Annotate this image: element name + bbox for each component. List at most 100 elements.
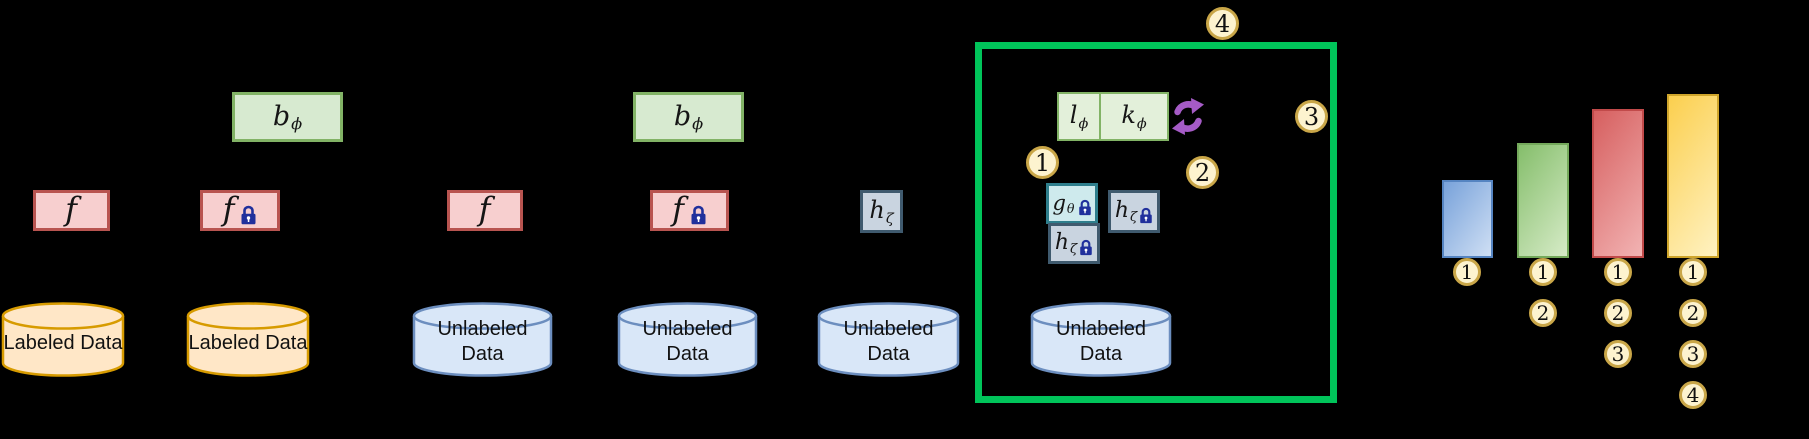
step-badge: 2 bbox=[1679, 299, 1707, 327]
label-main: g bbox=[1052, 190, 1066, 215]
label-main: l bbox=[1069, 101, 1078, 130]
cylinder-label-line2: Data bbox=[867, 343, 910, 365]
step-badge: 3 bbox=[1604, 340, 1632, 368]
bar-3-step-badges: 1 2 3 bbox=[1604, 258, 1632, 368]
b-phi-head-box-2: bϕ bbox=[633, 92, 744, 142]
cylinder-label-line2: Data bbox=[666, 343, 709, 365]
cylinder-shape bbox=[617, 302, 758, 377]
cylinder-shape bbox=[186, 302, 310, 377]
model-label: hζ bbox=[869, 196, 893, 226]
label-main: f bbox=[65, 190, 77, 229]
unlabeled-data-cylinder-1: Unlabeled Data bbox=[412, 301, 553, 379]
f-model-box-3: f bbox=[447, 190, 523, 231]
bar-4-step-badges: 1 2 3 4 bbox=[1679, 258, 1707, 409]
cell-label: lϕ bbox=[1070, 101, 1089, 131]
cylinder-label-line1: Unlabeled bbox=[843, 318, 934, 340]
h-zeta-model-box: hζ bbox=[860, 190, 903, 233]
cylinder-shape bbox=[817, 302, 960, 377]
bar-3-red bbox=[1592, 109, 1644, 258]
cylinder-label: Labeled Data bbox=[188, 332, 308, 354]
unlabeled-data-cylinder-3: Unlabeled Data bbox=[817, 301, 960, 379]
label-sub: ζ bbox=[1070, 241, 1078, 257]
model-label: hζ bbox=[1115, 198, 1137, 225]
model-label: f bbox=[672, 190, 685, 231]
step-badge-1: 1 bbox=[1026, 146, 1059, 179]
f-model-box-2-frozen: f bbox=[200, 190, 280, 231]
f-model-box-1: f bbox=[33, 190, 110, 231]
b-phi-head-box-1: bϕ bbox=[232, 92, 343, 142]
cylinder-label: Unlabeled Data bbox=[1030, 317, 1172, 367]
cylinder-shape bbox=[1, 302, 125, 377]
label-main: f bbox=[672, 190, 684, 229]
label-main: h bbox=[1114, 198, 1129, 224]
bar-4-yellow bbox=[1667, 94, 1719, 258]
step-badge: 1 bbox=[1453, 258, 1481, 286]
adapter-split-box: lϕ kϕ bbox=[1057, 92, 1169, 141]
model-label: hζ bbox=[1055, 230, 1077, 257]
lock-icon bbox=[1080, 239, 1092, 255]
label-main: h bbox=[1054, 230, 1069, 256]
cylinder-label-line2: Data bbox=[1079, 343, 1123, 365]
label-main: f bbox=[478, 190, 491, 229]
unlabeled-data-cylinder-4: Unlabeled Data bbox=[1030, 301, 1172, 379]
model-label: f bbox=[223, 190, 236, 231]
label-main: f bbox=[222, 190, 235, 229]
bar-2-step-badges: 1 2 bbox=[1529, 258, 1557, 327]
step-badge: 2 bbox=[1529, 299, 1557, 327]
label-main: b bbox=[673, 100, 692, 132]
cell-label: kϕ bbox=[1121, 101, 1146, 131]
label-sub: ζ bbox=[1130, 209, 1138, 225]
step-badge-4: 4 bbox=[1206, 7, 1239, 40]
label-sub: ϕ bbox=[291, 114, 303, 134]
generator-label: gθ bbox=[1052, 191, 1074, 217]
step-badge-2: 2 bbox=[1186, 156, 1219, 189]
cylinder-label: Unlabeled Data bbox=[412, 317, 553, 367]
model-label: f bbox=[479, 190, 492, 231]
h-zeta-frozen-box-side: hζ bbox=[1108, 190, 1160, 233]
cylinder-label-line1: Unlabeled bbox=[437, 318, 528, 340]
unlabeled-data-cylinder-2: Unlabeled Data bbox=[617, 301, 758, 379]
cylinder-label-line1: Unlabeled bbox=[1055, 318, 1147, 340]
label-sub: θ bbox=[1066, 201, 1075, 217]
k-phi-cell: kϕ bbox=[1099, 94, 1167, 139]
l-phi-cell: lϕ bbox=[1059, 94, 1099, 139]
step-badge: 1 bbox=[1529, 258, 1557, 286]
step-badge: 1 bbox=[1604, 258, 1632, 286]
label-main: k bbox=[1121, 101, 1136, 130]
highlight-stage-box bbox=[975, 42, 1337, 403]
lock-icon bbox=[241, 205, 256, 225]
g-theta-generator-box: gθ bbox=[1046, 183, 1098, 224]
cylinder-label: Labeled Data bbox=[3, 332, 123, 354]
bar-1-blue bbox=[1442, 180, 1493, 258]
model-label: f bbox=[65, 190, 78, 231]
step-badge: 3 bbox=[1679, 340, 1707, 368]
labeled-data-cylinder-1: Labeled Data bbox=[1, 301, 125, 379]
label-sub: ϕ bbox=[1078, 115, 1089, 132]
label-main: h bbox=[869, 196, 885, 225]
labeled-data-cylinder-2: Labeled Data bbox=[186, 301, 310, 379]
lock-icon bbox=[1078, 199, 1091, 215]
step-badge: 4 bbox=[1679, 381, 1707, 409]
cylinder-label: Unlabeled Data bbox=[817, 317, 960, 367]
cylinder-label-line2: Data bbox=[461, 343, 504, 365]
step-badge: 2 bbox=[1604, 299, 1632, 327]
cylinder-shape bbox=[412, 302, 553, 377]
h-zeta-frozen-box-stacked: hζ bbox=[1048, 223, 1100, 264]
cylinder-label-line1: Unlabeled bbox=[642, 318, 733, 340]
lock-icon bbox=[1140, 207, 1152, 223]
f-model-box-4-frozen: f bbox=[650, 190, 729, 231]
lock-icon bbox=[691, 205, 706, 225]
label-sub: ϕ bbox=[1136, 115, 1147, 132]
label-sub: ϕ bbox=[692, 114, 704, 134]
cycle-arrows-icon bbox=[1172, 98, 1204, 135]
label-sub: ζ bbox=[885, 210, 894, 227]
head-label: bϕ bbox=[674, 101, 703, 134]
head-label: bϕ bbox=[273, 101, 302, 134]
bar-1-step-badges: 1 bbox=[1453, 258, 1481, 286]
cylinder-shape bbox=[1030, 302, 1172, 377]
step-badge: 1 bbox=[1679, 258, 1707, 286]
cylinder-label: Unlabeled Data bbox=[617, 317, 758, 367]
label-main: b bbox=[272, 100, 291, 132]
step-badge-3: 3 bbox=[1295, 100, 1328, 133]
